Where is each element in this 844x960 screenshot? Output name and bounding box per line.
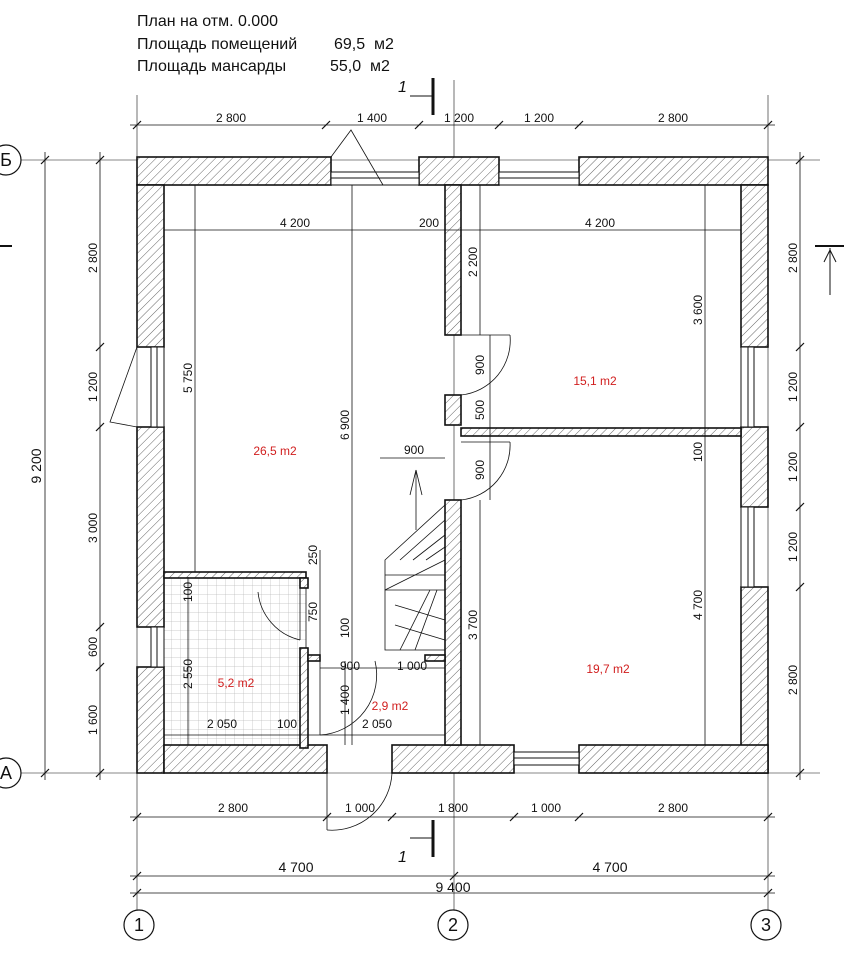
dim-top-1: 2 800 (216, 111, 246, 125)
dim-left-4: 600 (86, 637, 100, 657)
dim-inner-top-3: 4 200 (585, 216, 615, 230)
axis-label-3: 3 (761, 915, 771, 935)
dim-right-2: 1 200 (786, 372, 800, 402)
dim-1400: 1 400 (338, 685, 352, 715)
windows (150, 171, 755, 766)
axis-label-a: А (0, 763, 12, 783)
dim-bottom-3: 1 800 (438, 801, 468, 815)
room-area-top-right: 15,1 m2 (573, 374, 617, 388)
dim-top-2: 1 400 (357, 111, 387, 125)
dim-2050-hall: 2 050 (362, 717, 392, 731)
dim-bottom-1: 2 800 (218, 801, 248, 815)
plan-title: План на отм. 0.000 (137, 13, 278, 30)
dim-left-3: 3 000 (86, 513, 100, 543)
dim-4700-vertical: 4 700 (691, 590, 705, 620)
dim-bottom-half-1: 4 700 (278, 859, 313, 875)
dim-top-3: 1 200 (444, 111, 474, 125)
dim-2050-bath: 2 050 (207, 717, 237, 731)
dim-900-horizontal: 900 (404, 443, 424, 457)
dim-2200: 2 200 (466, 247, 480, 277)
dim-250: 250 (306, 545, 320, 565)
window-opening-marks (109, 129, 384, 428)
attic-area-value: 55,0 м2 (330, 58, 390, 75)
axis-bubbles (0, 144, 782, 941)
axis-label-2: 2 (448, 915, 458, 935)
dim-3700: 3 700 (466, 610, 480, 640)
dim-left-1: 2 800 (86, 243, 100, 273)
dim-900-door-top: 900 (473, 355, 487, 375)
dim-100-bottom: 100 (277, 717, 297, 731)
dim-right-3: 1 200 (786, 452, 800, 482)
room-area-hall: 2,9 m2 (372, 699, 409, 713)
dim-top-5: 2 800 (658, 111, 688, 125)
dim-100-right: 100 (691, 442, 705, 462)
outer-dimension-lines (40, 120, 805, 898)
dim-100-hall: 100 (338, 618, 352, 638)
dim-bottom-4: 1 000 (531, 801, 561, 815)
dim-1000-hall: 1 000 (397, 659, 427, 673)
section-marks (0, 78, 844, 857)
dim-right-5: 2 800 (786, 665, 800, 695)
dim-bottom-total: 9 400 (435, 879, 470, 895)
axis-label-b: Б (0, 150, 12, 170)
dim-900-door-bottom: 900 (473, 460, 487, 480)
dim-left-total: 9 200 (28, 448, 44, 483)
dim-900-hall: 900 (340, 659, 360, 673)
exterior-walls (136, 156, 769, 774)
rooms-area-label: Площадь помещений (137, 36, 298, 53)
dim-2550: 2 550 (181, 659, 195, 689)
inner-dimension-lines (164, 185, 741, 745)
staircase (384, 469, 446, 651)
dim-right-4: 1 200 (786, 532, 800, 562)
dim-500: 500 (473, 400, 487, 420)
dim-right-1: 2 800 (786, 243, 800, 273)
room-area-bathroom: 5,2 m2 (218, 676, 255, 690)
dim-inner-top-1: 4 200 (280, 216, 310, 230)
dim-3600: 3 600 (691, 295, 705, 325)
dim-5750: 5 750 (181, 363, 195, 393)
section-label-top: 1 (398, 79, 407, 96)
dim-bottom-5: 2 800 (658, 801, 688, 815)
dim-bottom-2: 1 000 (345, 801, 375, 815)
dim-6900: 6 900 (338, 410, 352, 440)
room-area-living: 26,5 m2 (253, 444, 297, 458)
dim-750: 750 (306, 602, 320, 622)
dim-left-2: 1 200 (86, 372, 100, 402)
room-area-bottom-right: 19,7 m2 (586, 662, 630, 676)
dim-100-bath: 100 (181, 582, 195, 602)
attic-area-label: Площадь мансарды (137, 58, 287, 75)
dim-top-4: 1 200 (524, 111, 554, 125)
dim-inner-top-2: 200 (419, 216, 439, 230)
rooms-area-value: 69,5 м2 (334, 36, 394, 53)
dim-bottom-half-2: 4 700 (592, 859, 627, 875)
doors (257, 334, 511, 831)
section-label-bottom: 1 (398, 849, 407, 866)
axis-label-1: 1 (134, 915, 144, 935)
dim-left-5: 1 600 (86, 705, 100, 735)
